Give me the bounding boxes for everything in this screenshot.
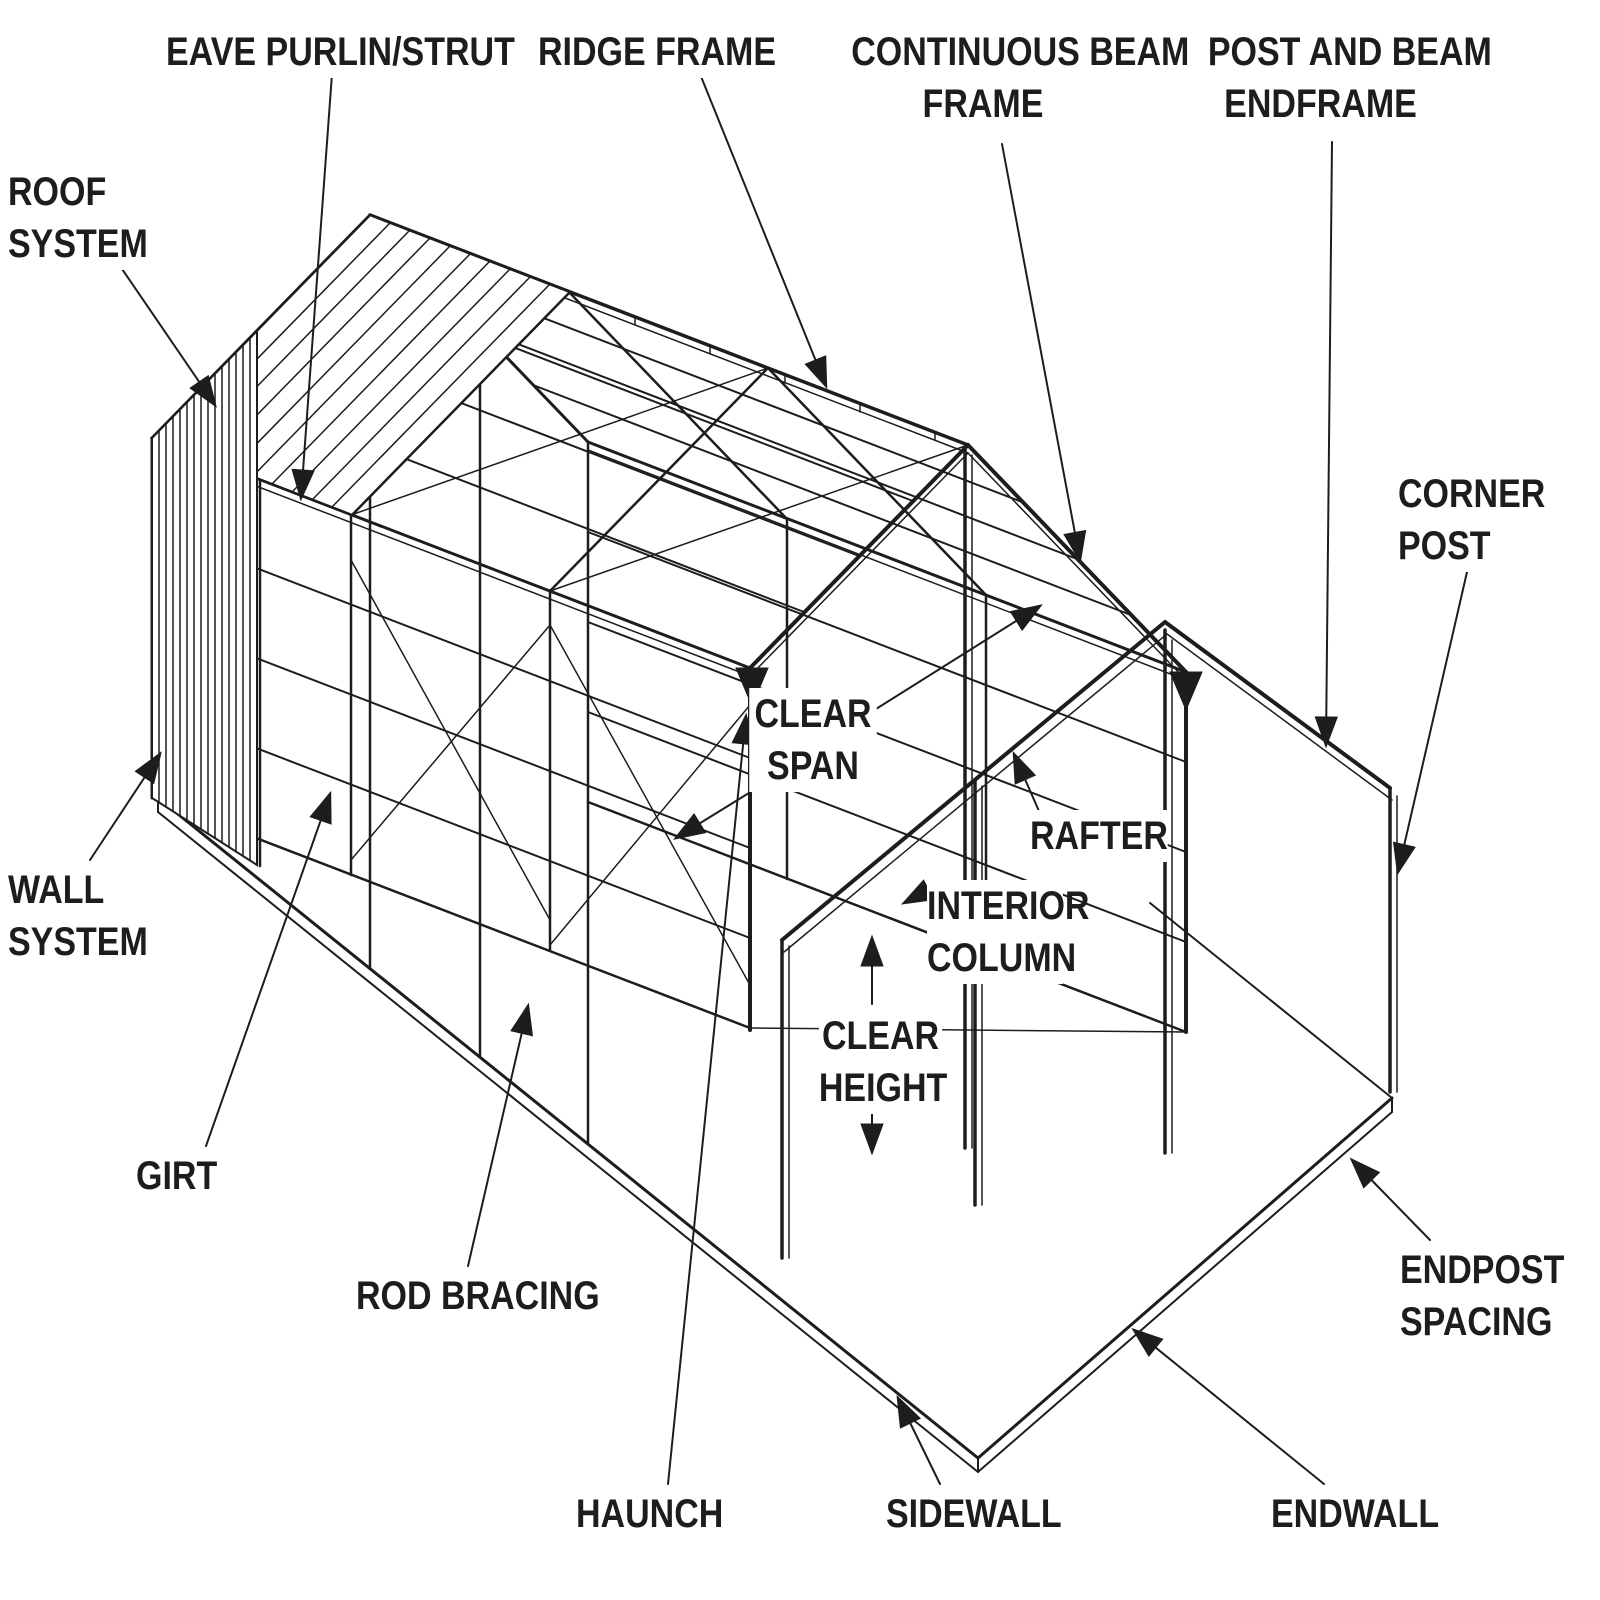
label-eave-purlin-strut: EAVE PURLIN/STRUT (166, 26, 515, 78)
label-roof-system: ROOF SYSTEM (8, 166, 148, 270)
label-endpost-spacing: ENDPOST SPACING (1400, 1244, 1565, 1348)
dim-clear-span-left (673, 787, 758, 840)
label-ridge-frame: RIDGE FRAME (538, 26, 776, 78)
label-rod-bracing: ROD BRACING (356, 1270, 600, 1322)
leader-post-beam-endframe (1314, 141, 1338, 749)
leader-girt (205, 790, 332, 1147)
wall-siding (151, 328, 258, 867)
leader-rod-bracing (467, 1002, 534, 1267)
haunch-gusset-far (1169, 671, 1203, 712)
leader-continuous-beam (1001, 143, 1087, 564)
leader-lines (89, 73, 1468, 1485)
label-haunch: HAUNCH (576, 1488, 724, 1540)
label-continuous-beam-frame: CONTINUOUS BEAM FRAME (851, 26, 1189, 130)
leader-sidewall (896, 1394, 941, 1485)
label-sidewall: SIDEWALL (886, 1488, 1062, 1540)
leader-roof-system (119, 265, 217, 408)
label-post-and-beam-endframe: POST AND BEAM ENDFRAME (1207, 26, 1492, 130)
far-sidewall-framing (586, 517, 1188, 1034)
leader-ridge-frame (699, 73, 828, 390)
leader-haunch (667, 712, 755, 1485)
label-rafter: RAFTER (1030, 810, 1168, 862)
dim-clear-span-right (867, 604, 1043, 715)
label-clear-height: CLEAR HEIGHT (818, 1010, 947, 1114)
leader-wall-system (89, 751, 162, 861)
label-endwall: ENDWALL (1271, 1488, 1440, 1540)
leader-corner-post (1392, 571, 1468, 876)
leader-rafter (1012, 750, 1043, 819)
label-clear-span: CLEAR SPAN (749, 688, 877, 792)
label-interior-column: INTERIOR COLUMN (927, 880, 1089, 984)
leader-endwall (1131, 1327, 1325, 1485)
leader-eave-purlin (291, 73, 333, 502)
label-girt: GIRT (136, 1150, 218, 1202)
label-wall-system: WALL SYSTEM (8, 864, 148, 968)
far-roof-purlins (423, 271, 1188, 681)
wall-rod-bracing (350, 559, 751, 986)
label-corner-post: CORNER POST (1398, 468, 1546, 572)
floor-slab (156, 796, 1394, 1474)
haunch-gusset-near (735, 667, 769, 708)
leader-endpost-spacing (1349, 1157, 1431, 1241)
post-and-beam-endframe-member (780, 620, 1398, 1260)
